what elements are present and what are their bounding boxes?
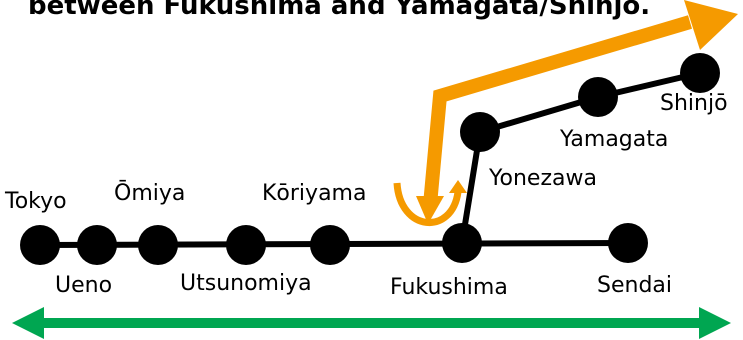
station-label-fukushima: Fukushima: [390, 275, 508, 300]
station-dot-yamagata: [578, 77, 618, 117]
station-dot-omiya: [138, 225, 178, 265]
station-label-koriyama: Kōriyama: [262, 181, 366, 206]
station-dot-yonezawa: [460, 112, 500, 152]
diagram-title: between Fukushima and Yamagata/Shinjō.: [28, 0, 650, 21]
station-label-omiya: Ōmiya: [114, 180, 185, 206]
station-dot-sendai: [608, 223, 648, 263]
station-label-utsunomiya: Utsunomiya: [180, 271, 312, 296]
station-label-shinjo: Shinjō: [660, 91, 728, 116]
station-dot-shinjo: [680, 53, 720, 93]
station-dot-ueno: [77, 225, 117, 265]
station-dot-fukushima: [442, 223, 482, 263]
station-label-yonezawa: Yonezawa: [488, 166, 597, 191]
station-dot-tokyo: [20, 225, 60, 265]
station-label-yamagata: Yamagata: [559, 127, 668, 152]
station-label-sendai: Sendai: [597, 273, 672, 298]
station-label-ueno: Ueno: [55, 273, 112, 298]
station-label-tokyo: Tokyo: [4, 189, 67, 214]
station-dot-utsunomiya: [226, 225, 266, 265]
orange-route-arrow: [393, 0, 738, 227]
branch-line: [459, 70, 701, 244]
station-dot-koriyama: [310, 225, 350, 265]
